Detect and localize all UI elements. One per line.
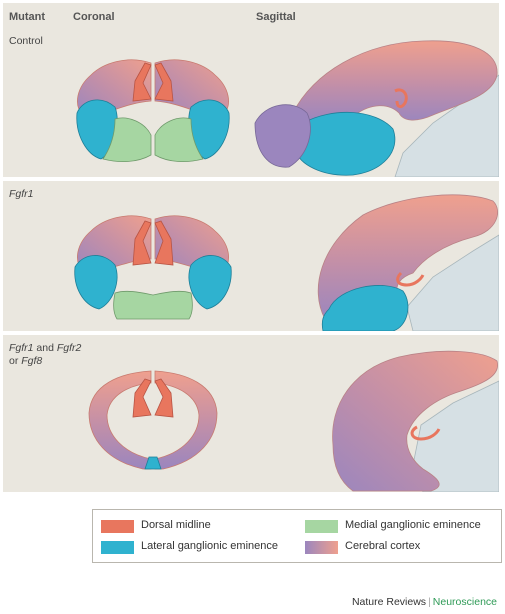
label-fgfr2: Fgfr2 [56,342,82,354]
legend-swatch-medial-ge [305,520,338,533]
fgfr12-sagittal-section [332,350,499,492]
legend-label-cerebral-cortex: Cerebral cortex [345,540,421,552]
fgfr1-sections [74,194,499,331]
label-and: and [33,342,57,354]
brand-journal: Neuroscience [432,596,497,608]
row-label-control: Control [9,35,43,47]
fgfr12-sections [88,350,499,492]
panel-fgfr1: Fgfr1 [3,181,499,331]
control-sagittal-section [254,40,499,177]
legend-label-lateral-ge: Lateral ganglionic eminence [141,540,278,552]
panel-fgfr1-fgfr2-fgf8: Fgfr1 and Fgfr2 or Fgf8 [3,335,499,492]
legend-swatch-lateral-ge [101,541,134,554]
header-coronal: Coronal [73,11,115,23]
row-label-fgfr1-fgfr2-fgf8: Fgfr1 and Fgfr2 or Fgf8 [9,342,81,368]
row-label-fgfr1: Fgfr1 [9,188,34,200]
header-mutant: Mutant [9,11,46,23]
legend: Dorsal midline Lateral ganglionic eminen… [92,509,502,563]
brand-name: Nature Reviews [351,596,427,608]
publisher-credit: Nature Reviews|Neuroscience [352,596,497,608]
legend-swatch-cerebral-cortex [305,541,338,554]
panel-control: Mutant Coronal Sagittal Control [3,3,499,177]
label-fgf8: Fgf8 [21,355,43,367]
fgfr1-coronal-section [74,215,232,320]
legend-swatch-dorsal-midline [101,520,134,533]
brand-separator: | [428,596,431,608]
control-coronal-section [76,59,230,163]
legend-label-medial-ge: Medial ganglionic eminence [345,519,481,531]
control-sections [76,40,499,177]
label-or: or [9,355,22,367]
header-sagittal: Sagittal [256,11,296,23]
fgfr1-sagittal-section [317,194,499,331]
legend-label-dorsal-midline: Dorsal midline [141,519,211,531]
fgfr12-coronal-section [88,370,218,470]
label-fgfr1: Fgfr1 [9,342,34,354]
